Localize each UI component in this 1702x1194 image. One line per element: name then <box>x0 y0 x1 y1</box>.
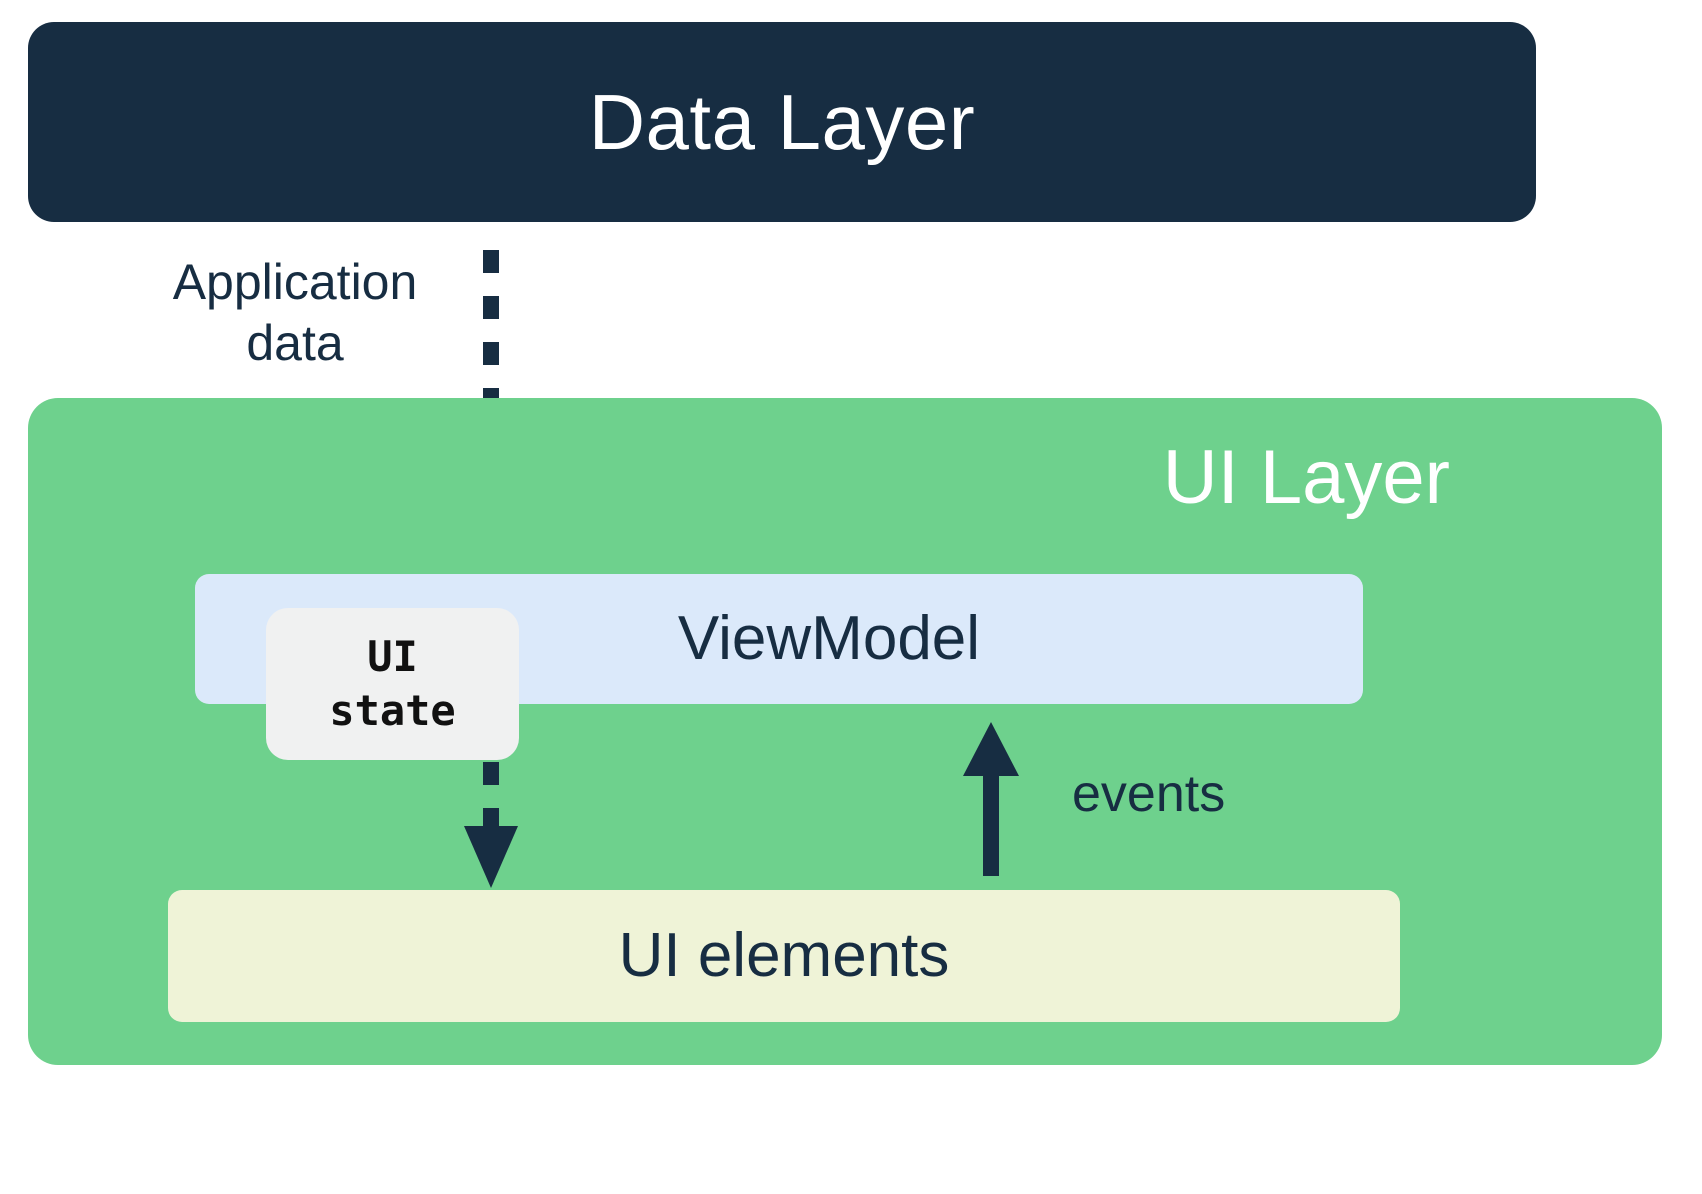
ui-layer-title: UI Layer <box>1162 435 1450 520</box>
data-layer-box: Data Layer <box>28 22 1536 222</box>
ui-elements-label: UI elements <box>618 921 950 990</box>
ui-state-box: UI state <box>266 608 519 760</box>
ui-state-arrowhead-icon <box>464 826 518 888</box>
events-label: events <box>1072 765 1226 823</box>
application-data-label-line2: data <box>246 315 344 371</box>
data-layer-title: Data Layer <box>588 78 976 166</box>
ui-state-label-line2: state <box>329 686 456 735</box>
application-data-label-line1: Application <box>172 254 418 310</box>
ui-elements-box: UI elements <box>168 890 1400 1022</box>
ui-state-label-line1: UI <box>367 632 418 682</box>
events-arrow-shaft <box>983 768 999 876</box>
application-data-label: Application data <box>130 252 460 374</box>
events-arrowhead-icon <box>963 722 1019 776</box>
viewmodel-label: ViewModel <box>677 604 981 673</box>
ui-state-dotted-line <box>483 762 499 828</box>
